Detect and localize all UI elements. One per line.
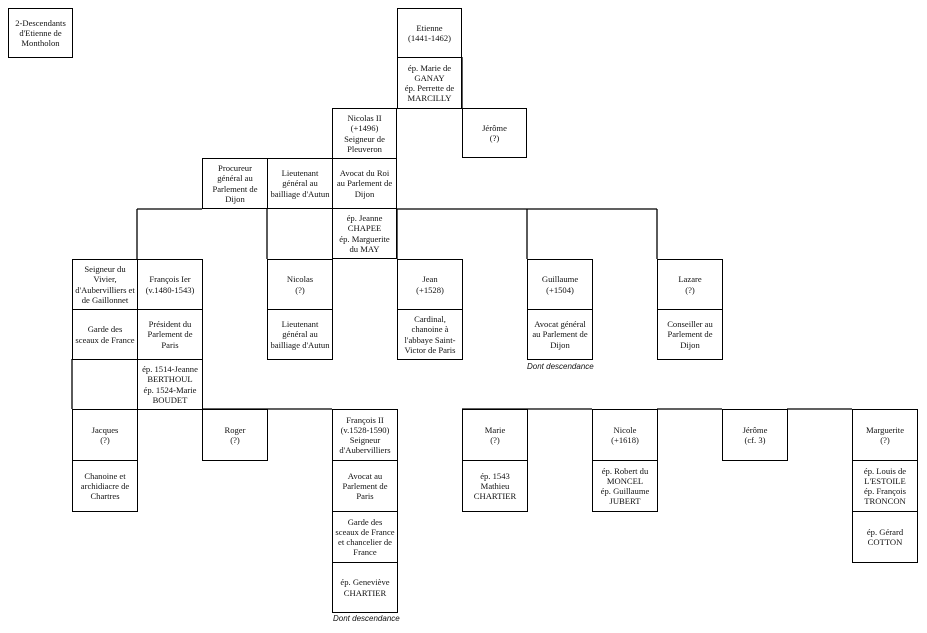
person-marie: Marie (?) (462, 409, 528, 461)
role-seigneur-du-vivier: Garde des sceaux de France (72, 309, 138, 360)
spouse-nicole: ép. Robert du MONCEL ép. Guillaume JUBER… (592, 460, 658, 512)
person-nicolas: Nicolas (?) (267, 259, 333, 310)
person-francois-ier: François Ier (v.1480-1543) (137, 259, 203, 310)
role-lazare: Conseiller au Parlement de Dijon (657, 309, 723, 360)
person-jean: Jean (+1528) (397, 259, 463, 310)
person-nicole: Nicole (+1618) (592, 409, 658, 461)
spouse-nicolas-ii: ép. Jeanne CHAPEE ép. Marguerite du MAY (332, 208, 397, 259)
role-jean: Cardinal, chanoine à l'abbaye Saint-Vict… (397, 309, 463, 360)
person-marguerite: Marguerite (?) (852, 409, 918, 461)
descendance-note-francois-ii: Dont descendance (333, 614, 400, 623)
diagram-title: 2-Descendants d'Etienne de Montholon (8, 8, 73, 58)
role-jacques: Chanoine et archidiacre de Chartres (72, 460, 138, 512)
person-jerome: Jérôme (?) (462, 108, 527, 158)
role-francois-ier: Président du Parlement de Paris (137, 309, 203, 360)
spouse-etienne: ép. Marie de GANAY ép. Perrette de MARCI… (397, 57, 462, 109)
descendance-note-guillaume: Dont descendance (527, 362, 594, 371)
spouse-francois-ii: ép. Geneviève CHARTIER (332, 562, 398, 613)
role-francois-ii-avocat: Avocat au Parlement de Paris (332, 460, 398, 512)
role-guillaume: Avocat général au Parlement de Dijon (527, 309, 593, 360)
role-procureur: Procureur général au Parlement de Dijon (202, 158, 268, 209)
person-francois-ii: François II (v.1528-1590) Seigneur d'Aub… (332, 409, 398, 461)
role-lieutenant: Lieutenant général au bailliage d'Autun (267, 158, 333, 209)
person-lazare: Lazare (?) (657, 259, 723, 310)
person-roger: Roger (?) (202, 409, 268, 461)
person-jerome-cf3: Jérôme (cf. 3) (722, 409, 788, 461)
role-francois-ii-garde: Garde des sceaux de France et chancelier… (332, 511, 398, 563)
role-nicolas-ii: Avocat du Roi au Parlement de Dijon (332, 158, 397, 209)
person-guillaume: Guillaume (+1504) (527, 259, 593, 310)
role-nicolas: Lieutenant général au bailliage d'Autun (267, 309, 333, 360)
person-etienne: Etienne (1441-1462) (397, 8, 462, 58)
spouse2-marguerite: ép. Gérard COTTON (852, 511, 918, 563)
spouse-marguerite: ép. Louis de L'ESTOILE ép. François TRON… (852, 460, 918, 512)
person-jacques: Jacques (?) (72, 409, 138, 461)
spouse-francois-ier: ép. 1514-Jeanne BERTHOUL ép. 1524-Marie … (137, 359, 203, 410)
spouse-marie: ép. 1543 Mathieu CHARTIER (462, 460, 528, 512)
person-nicolas-ii: Nicolas II (+1496) Seigneur de Pleuveron (332, 108, 397, 159)
person-seigneur-du-vivier: Seigneur du Vivier, d'Aubervilliers et d… (72, 259, 138, 310)
